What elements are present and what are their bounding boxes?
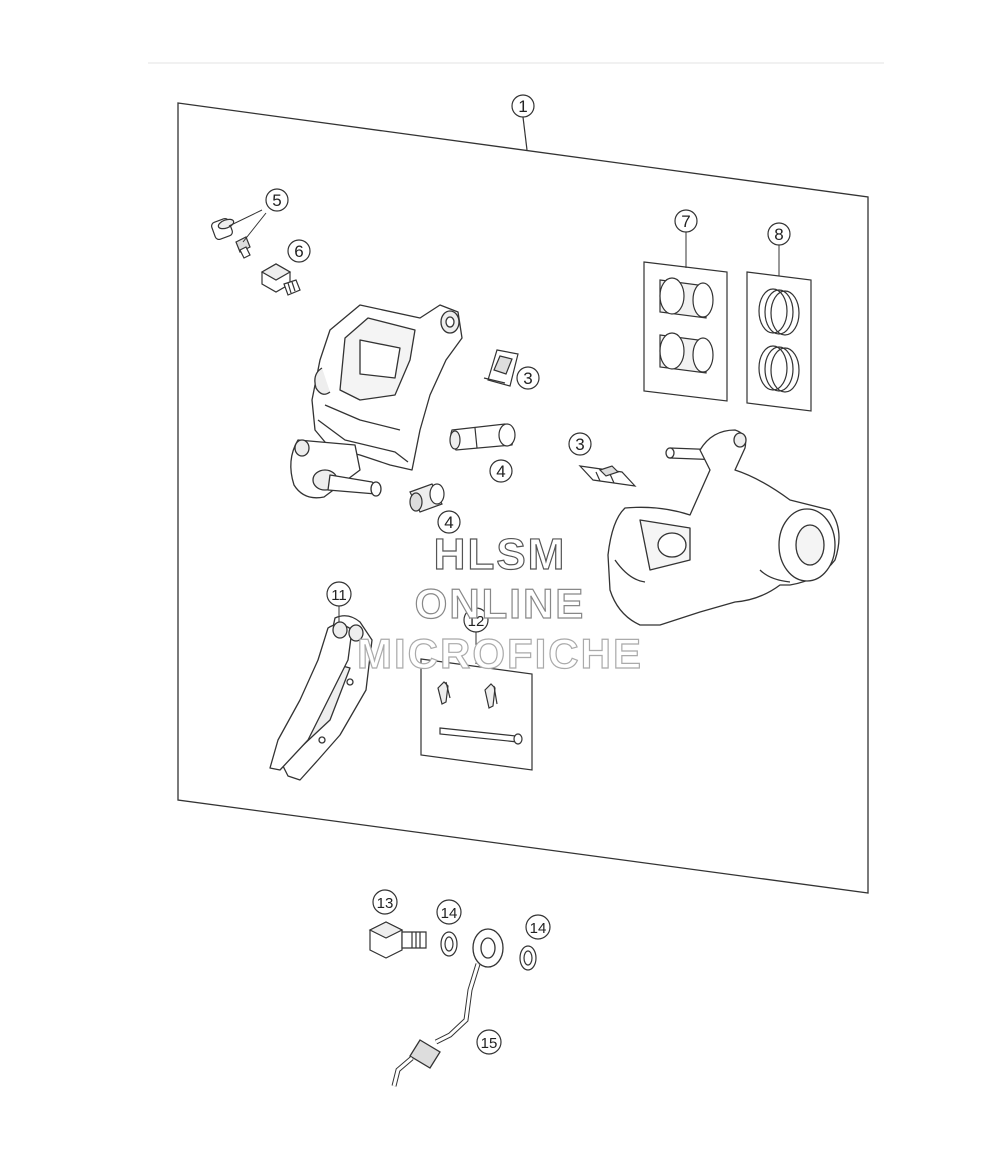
callout-5: 5	[265, 188, 289, 212]
assembly-frame	[177, 102, 869, 894]
svg-text:4: 4	[496, 462, 505, 481]
part-guide-bushing	[409, 483, 445, 513]
svg-text:4: 4	[444, 513, 453, 532]
svg-text:6: 6	[294, 242, 303, 261]
part-brake-line	[391, 928, 504, 1087]
svg-text:12: 12	[468, 613, 485, 630]
callout-15: 15	[476, 1029, 502, 1055]
part-guide-pin	[449, 423, 516, 451]
part-plug-screw	[260, 263, 301, 296]
callout-12: 12	[463, 607, 489, 633]
svg-text:5: 5	[272, 191, 281, 210]
part-washer-left	[440, 931, 458, 957]
callout-14-right: 14	[525, 914, 551, 940]
callout-3-lower: 3	[568, 432, 592, 456]
part-bleeder	[210, 217, 251, 259]
callout-3-upper: 3	[516, 366, 540, 390]
callout-13: 13	[372, 889, 398, 915]
callout-11: 11	[326, 581, 352, 607]
callout-1: 1	[511, 94, 535, 118]
callout-4-upper: 4	[489, 459, 513, 483]
part-washer-right	[519, 945, 537, 971]
part-pad-spring-lower	[578, 465, 637, 487]
svg-text:3: 3	[575, 435, 584, 454]
svg-text:7: 7	[681, 212, 690, 231]
svg-text:11: 11	[331, 587, 347, 604]
part-pad-pin-kit	[420, 658, 533, 771]
svg-text:14: 14	[530, 920, 547, 937]
part-caliper-body	[290, 304, 463, 499]
part-banjo-bolt	[368, 921, 427, 959]
callout-8: 8	[767, 222, 791, 246]
part-pad-spring-upper	[483, 349, 519, 387]
callout-7: 7	[674, 209, 698, 233]
part-caliper-bracket	[607, 429, 840, 626]
svg-text:8: 8	[774, 225, 783, 244]
part-brake-pads	[269, 615, 373, 781]
callout-6: 6	[287, 239, 311, 263]
svg-text:15: 15	[481, 1035, 498, 1052]
part-seal-kit	[746, 271, 812, 412]
svg-text:3: 3	[523, 369, 532, 388]
callout-4-lower: 4	[437, 510, 461, 534]
callout-14-left: 14	[436, 899, 462, 925]
svg-text:14: 14	[441, 905, 458, 922]
part-piston-kit	[643, 261, 728, 402]
svg-text:13: 13	[377, 895, 394, 912]
svg-text:1: 1	[518, 97, 527, 116]
